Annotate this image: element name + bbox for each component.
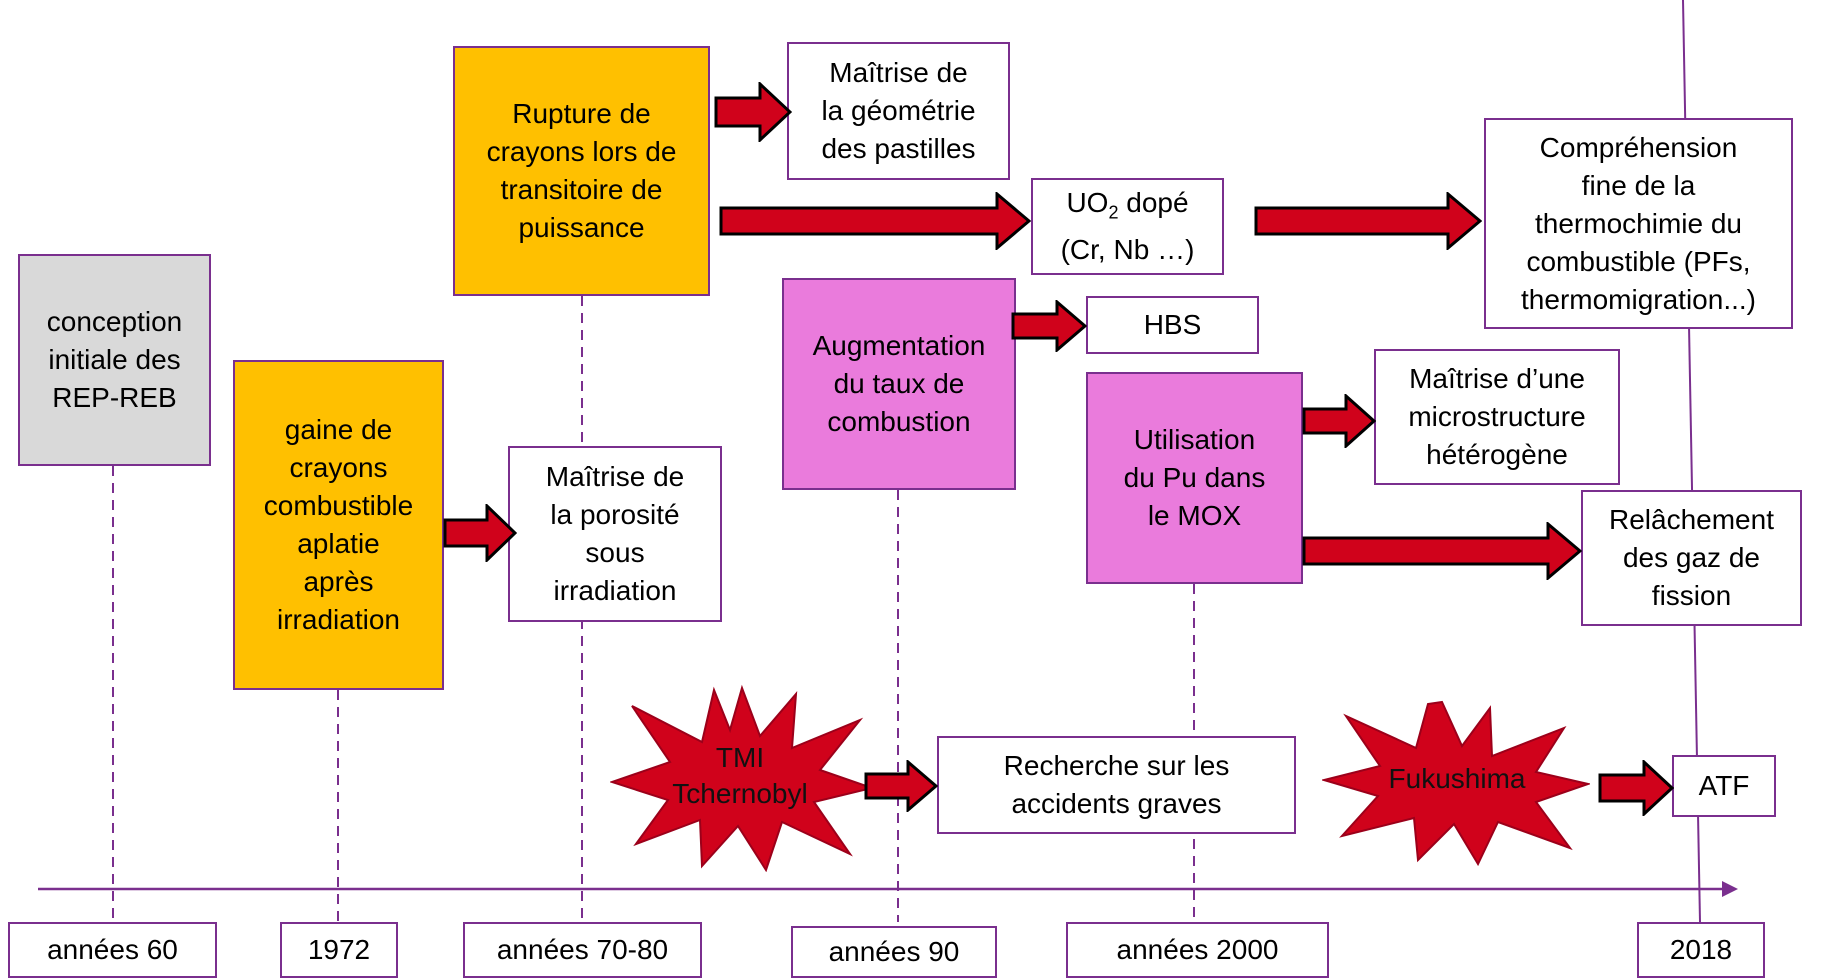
year-label-2018: 2018	[1637, 922, 1765, 978]
right-arrow-icon	[1011, 300, 1087, 352]
year-label-1972: 1972	[280, 922, 398, 978]
box-maitrise-geometrie: Maîtrise de la géométrie des pastilles	[787, 42, 1010, 180]
box-augmentation-taux: Augmentation du taux de combustion	[782, 278, 1016, 490]
year-label-70-80: années 70-80	[463, 922, 702, 978]
right-arrow-icon	[864, 760, 938, 812]
year-label-90: années 90	[791, 926, 997, 978]
box-comprehension-thermochimie: Compréhension fine de la thermochimie du…	[1484, 118, 1793, 329]
year-label-2000: années 2000	[1066, 922, 1329, 978]
box-maitrise-porosite: Maîtrise de la porosité sous irradiation	[508, 446, 722, 622]
box-hbs: HBS	[1086, 296, 1259, 354]
box-atf: ATF	[1672, 755, 1776, 817]
right-arrow-icon	[1598, 760, 1674, 816]
right-arrow-icon	[719, 192, 1031, 250]
burst-label-tmi: TMI Tchernobyl	[672, 742, 808, 809]
burst-label-fukushima: Fukushima	[1388, 763, 1526, 794]
box-recherche-accidents: Recherche sur les accidents graves	[937, 736, 1296, 834]
box-gaine-aplatie: gaine de crayons combustible aplatie apr…	[233, 360, 444, 690]
explosion-burst-icon	[610, 684, 874, 872]
explosion-burst-icon	[1322, 700, 1590, 866]
right-arrow-icon	[714, 82, 792, 142]
box-uo2-dope: UO2 dopé(Cr, Nb …)	[1031, 178, 1224, 275]
box-conception-initiale: conception initiale des REP-REB	[18, 254, 211, 466]
right-arrow-icon	[443, 504, 517, 562]
timeline-arrowhead-icon	[1722, 881, 1738, 897]
box-relachement-gaz: Relâchement des gaz de fission	[1581, 490, 1802, 626]
box-utilisation-pu: Utilisation du Pu dans le MOX	[1086, 372, 1303, 584]
right-arrow-icon	[1254, 192, 1482, 250]
box-maitrise-microstructure: Maîtrise d’une microstructure hétérogène	[1374, 349, 1620, 485]
year-label-60: années 60	[8, 922, 217, 978]
right-arrow-icon	[1302, 394, 1376, 448]
box-rupture-crayons: Rupture de crayons lors de transitoire d…	[453, 46, 710, 296]
right-arrow-icon	[1302, 522, 1582, 580]
